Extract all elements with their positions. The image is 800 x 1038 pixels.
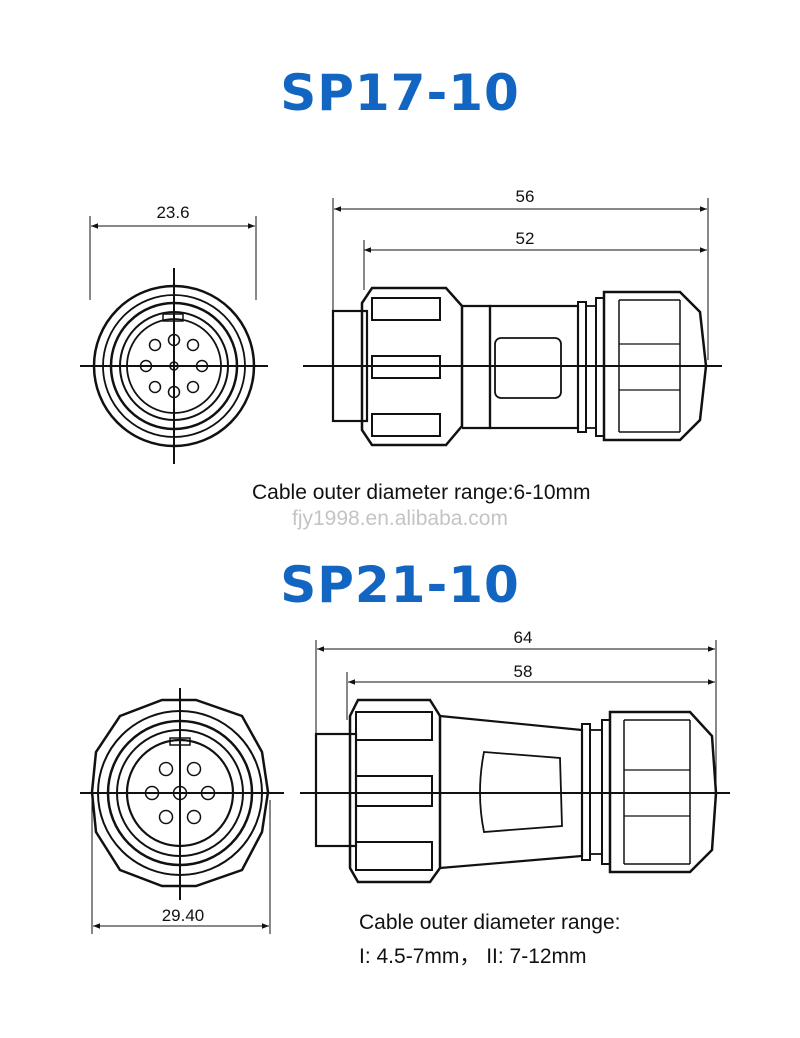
sp21-overall-length-label: 64 xyxy=(513,628,533,647)
sp21-cable-range-note: Cable outer diameter range: xyxy=(359,911,621,934)
sp21-front-width-label: 29.40 xyxy=(161,906,205,925)
sp17-title: SP17-10 xyxy=(280,64,520,122)
sp17-front-view xyxy=(80,216,268,464)
sp17-front-width-label: 23.6 xyxy=(156,203,190,222)
sp21-title: SP21-10 xyxy=(280,556,520,614)
watermark: fjy1998.en.alibaba.com xyxy=(292,507,508,530)
sp21-side-view xyxy=(300,640,730,884)
sp17-overall-length-label: 56 xyxy=(515,187,535,206)
sp21-body-length-label: 58 xyxy=(513,662,533,681)
sp17-body-length-label: 52 xyxy=(515,229,535,248)
sp21-front-view xyxy=(80,688,284,934)
sp21-cable-range-values: I: 4.5-7mm， II: 7-12mm xyxy=(359,945,587,968)
sp17-cable-range-note: Cable outer diameter range:6-10mm xyxy=(252,481,591,504)
sp17-side-view xyxy=(303,198,722,447)
